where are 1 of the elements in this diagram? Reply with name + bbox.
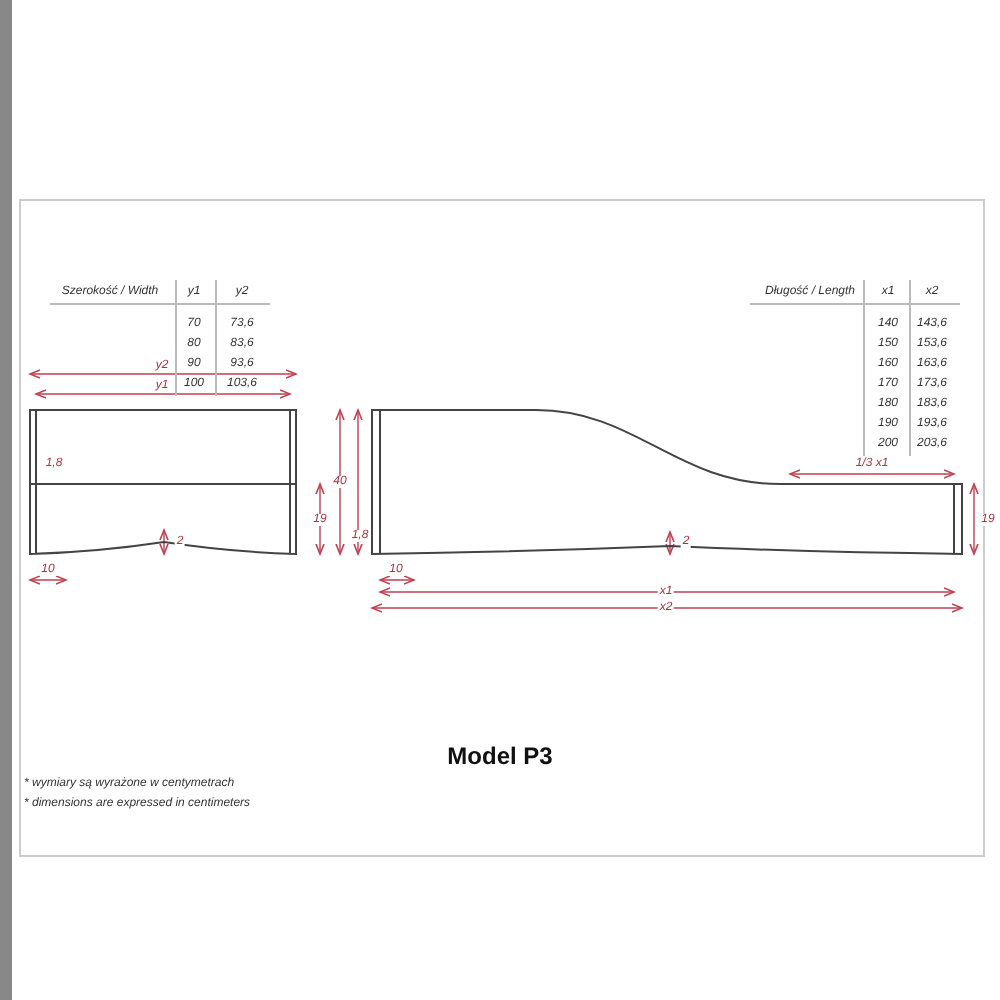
diagram-title: Model P3: [447, 744, 553, 768]
